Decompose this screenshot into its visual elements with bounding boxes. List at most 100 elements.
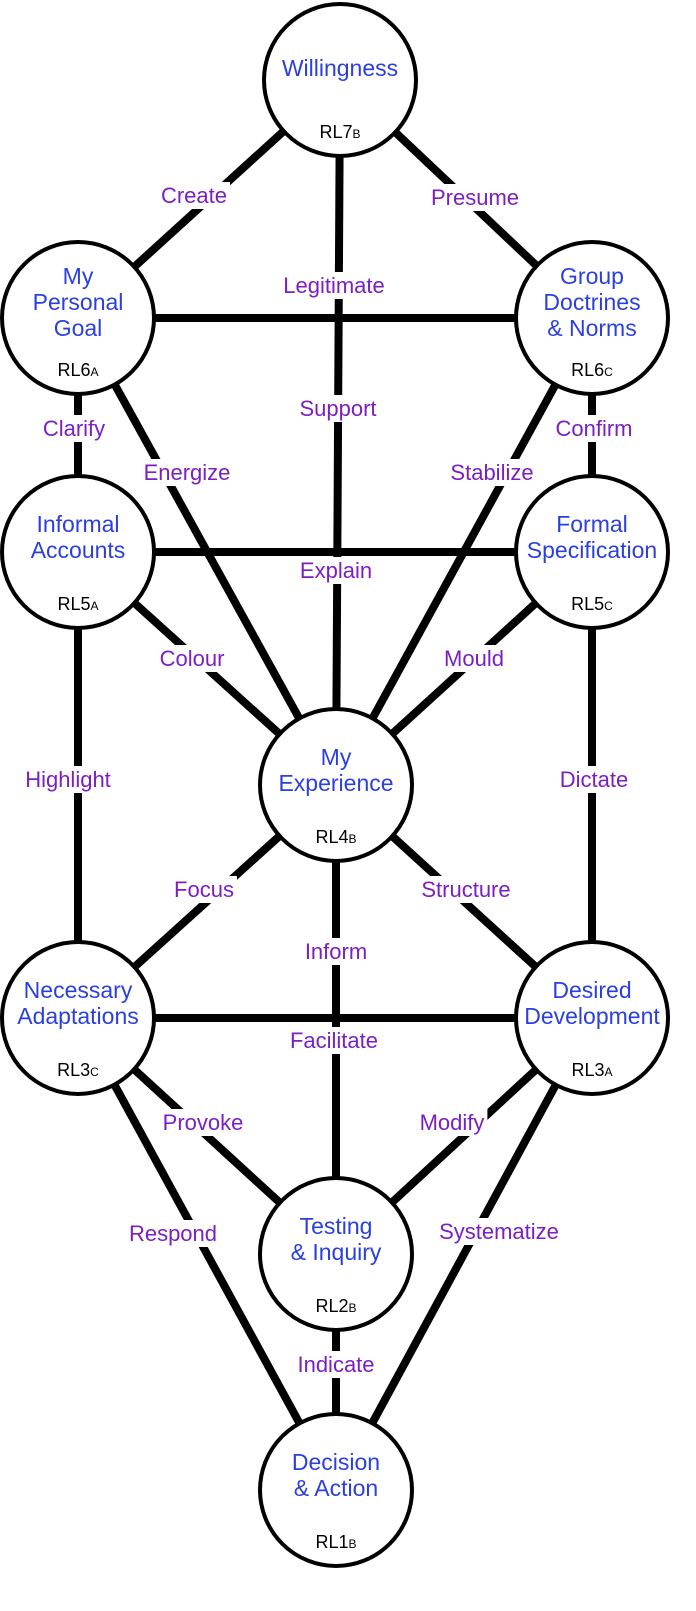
node-code-sub: B xyxy=(349,1537,357,1551)
edge-label-text: Highlight xyxy=(25,767,111,792)
edge-label-mould: Mould xyxy=(441,645,507,672)
node-label-line: Adaptations xyxy=(17,1003,138,1029)
node-code-main: RL7 xyxy=(319,122,352,142)
edge-label-presume: Presume xyxy=(427,184,523,211)
edge-label-indicate: Indicate xyxy=(294,1351,378,1378)
node-label-line: Goal xyxy=(54,315,103,341)
edge-label-background xyxy=(125,1220,221,1247)
node-circle xyxy=(0,940,156,1096)
node-label-line: & Action xyxy=(294,1475,378,1501)
node-circle xyxy=(514,940,670,1096)
edge-label-create: Create xyxy=(157,182,231,209)
edge-label-text: Facilitate xyxy=(290,1028,378,1053)
node-circle xyxy=(0,240,156,396)
edge-label-text: Confirm xyxy=(555,416,632,441)
edge-label-background xyxy=(552,415,636,442)
node-label-line: Necessary xyxy=(24,977,133,1003)
node-label-line: Experience xyxy=(278,770,393,796)
edge-label-background xyxy=(286,1027,382,1054)
edge-label-text: Legitimate xyxy=(283,273,385,298)
node-code: RL7B xyxy=(319,122,360,142)
edge-label-background xyxy=(140,459,234,486)
node-code-main: RL3 xyxy=(57,1060,90,1080)
node-code: RL5C xyxy=(571,594,613,614)
edge-rl3c-rl1b xyxy=(74,1016,340,1492)
edge-label-background xyxy=(296,395,380,422)
edge-label-energize: Energize xyxy=(140,459,234,486)
edge-label-explain: Explain xyxy=(296,557,376,584)
node-circle xyxy=(0,474,156,630)
node-code: RL1B xyxy=(315,1532,356,1552)
node-code-main: RL5 xyxy=(57,594,90,614)
edge-label-stabilize: Stabilize xyxy=(447,459,537,486)
edge-rl3a-rl1b xyxy=(332,1016,596,1492)
edge-label-systematize: Systematize xyxy=(436,1218,562,1245)
edge-label-text: Inform xyxy=(305,939,367,964)
node-label-line: & Inquiry xyxy=(291,1239,382,1265)
node-circle xyxy=(514,240,670,396)
edge-label-respond: Respond xyxy=(125,1220,221,1247)
edge-label-text: Support xyxy=(299,396,376,421)
node-code-sub: B xyxy=(349,1301,357,1315)
edge-label-background xyxy=(159,1109,247,1136)
node-code: RL3A xyxy=(571,1060,612,1080)
node-circle xyxy=(262,2,418,158)
edge-label-background xyxy=(436,1218,562,1245)
edge-label-dictate: Dictate xyxy=(556,766,632,793)
node-code-main: RL4 xyxy=(315,827,348,847)
node-label-line: Development xyxy=(524,1003,660,1029)
node-label-line: Decision xyxy=(292,1449,380,1475)
node-label-line: Formal xyxy=(556,511,628,537)
edge-label-colour: Colour xyxy=(156,645,228,672)
node-label-line: Desired xyxy=(552,977,631,1003)
edge-label-legitimate: Legitimate xyxy=(280,272,388,299)
edge-label-support: Support xyxy=(296,395,380,422)
edge-label-background xyxy=(301,938,371,965)
edge-label-background xyxy=(447,459,537,486)
edge-label-text: Presume xyxy=(431,185,519,210)
edge-label-background xyxy=(294,1351,378,1378)
edge-label-text: Systematize xyxy=(439,1219,559,1244)
edge-label-background xyxy=(418,876,514,903)
node-code-main: RL1 xyxy=(315,1532,348,1552)
node-label-line: My xyxy=(321,744,352,770)
node-circle xyxy=(258,1412,414,1568)
edge-label-background xyxy=(427,184,523,211)
edge-label-background xyxy=(416,1109,488,1136)
edge-label-background xyxy=(157,182,231,209)
edge-label-clarify: Clarify xyxy=(39,415,109,442)
edge-label-facilitate: Facilitate xyxy=(286,1027,382,1054)
edge-label-confirm: Confirm xyxy=(552,415,636,442)
node-label-line: Informal xyxy=(36,511,119,537)
edge-label-background xyxy=(22,766,114,793)
edge-label-text: Modify xyxy=(420,1110,485,1135)
node-code: RL5A xyxy=(57,594,98,614)
edge-label-background xyxy=(441,645,507,672)
edge-label-text: Stabilize xyxy=(450,460,533,485)
node-circle xyxy=(258,707,414,863)
edge-label-text: Colour xyxy=(160,646,225,671)
node-circle xyxy=(514,474,670,630)
edge-label-text: Mould xyxy=(444,646,504,671)
node-label-line: Willingness xyxy=(282,55,398,81)
node-code: RL6C xyxy=(571,360,613,380)
node-label-line: Group xyxy=(560,263,624,289)
node-label-line: Doctrines xyxy=(543,289,640,315)
node-code-sub: A xyxy=(91,599,99,613)
edge-label-text: Indicate xyxy=(297,1352,374,1377)
node-code-main: RL6 xyxy=(571,360,604,380)
node-label-line: Specification xyxy=(527,537,657,563)
node-code-main: RL6 xyxy=(57,360,90,380)
node-circle xyxy=(258,1176,414,1332)
edge-label-text: Structure xyxy=(421,877,510,902)
node-code: RL6A xyxy=(57,360,98,380)
node-code-sub: C xyxy=(90,1065,99,1079)
